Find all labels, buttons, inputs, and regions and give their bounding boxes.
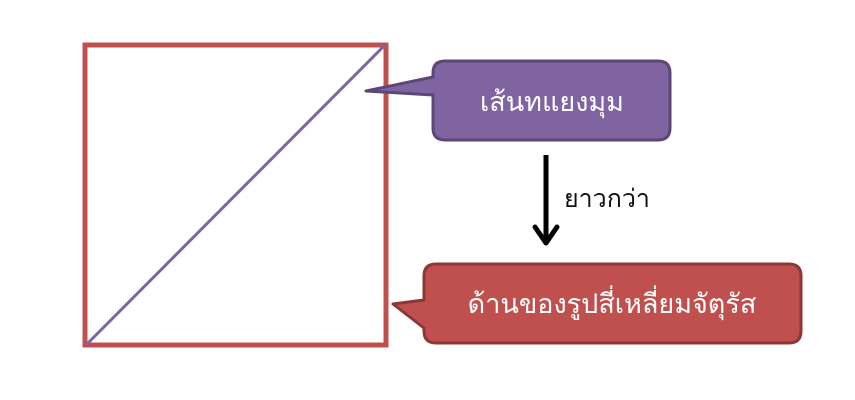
side-label: ด้านของรูปสี่เหลี่ยมจัตุรัส [468, 285, 757, 321]
diagonal-callout-shape [364, 59, 672, 142]
diagonal-line [85, 44, 386, 346]
down-arrow-icon [532, 155, 560, 246]
arrow-head [532, 224, 560, 246]
side-callout-shape [391, 262, 803, 345]
diagonal-label: เส้นทแยงมุม [480, 87, 624, 119]
square-outline [82, 42, 389, 348]
side-callout: ด้านของรูปสี่เหลี่ยมจัตุรัส [391, 262, 803, 345]
diagonal-callout: เส้นทแยงมุม [364, 59, 672, 142]
relation-label: ยาวกว่า [564, 184, 650, 213]
